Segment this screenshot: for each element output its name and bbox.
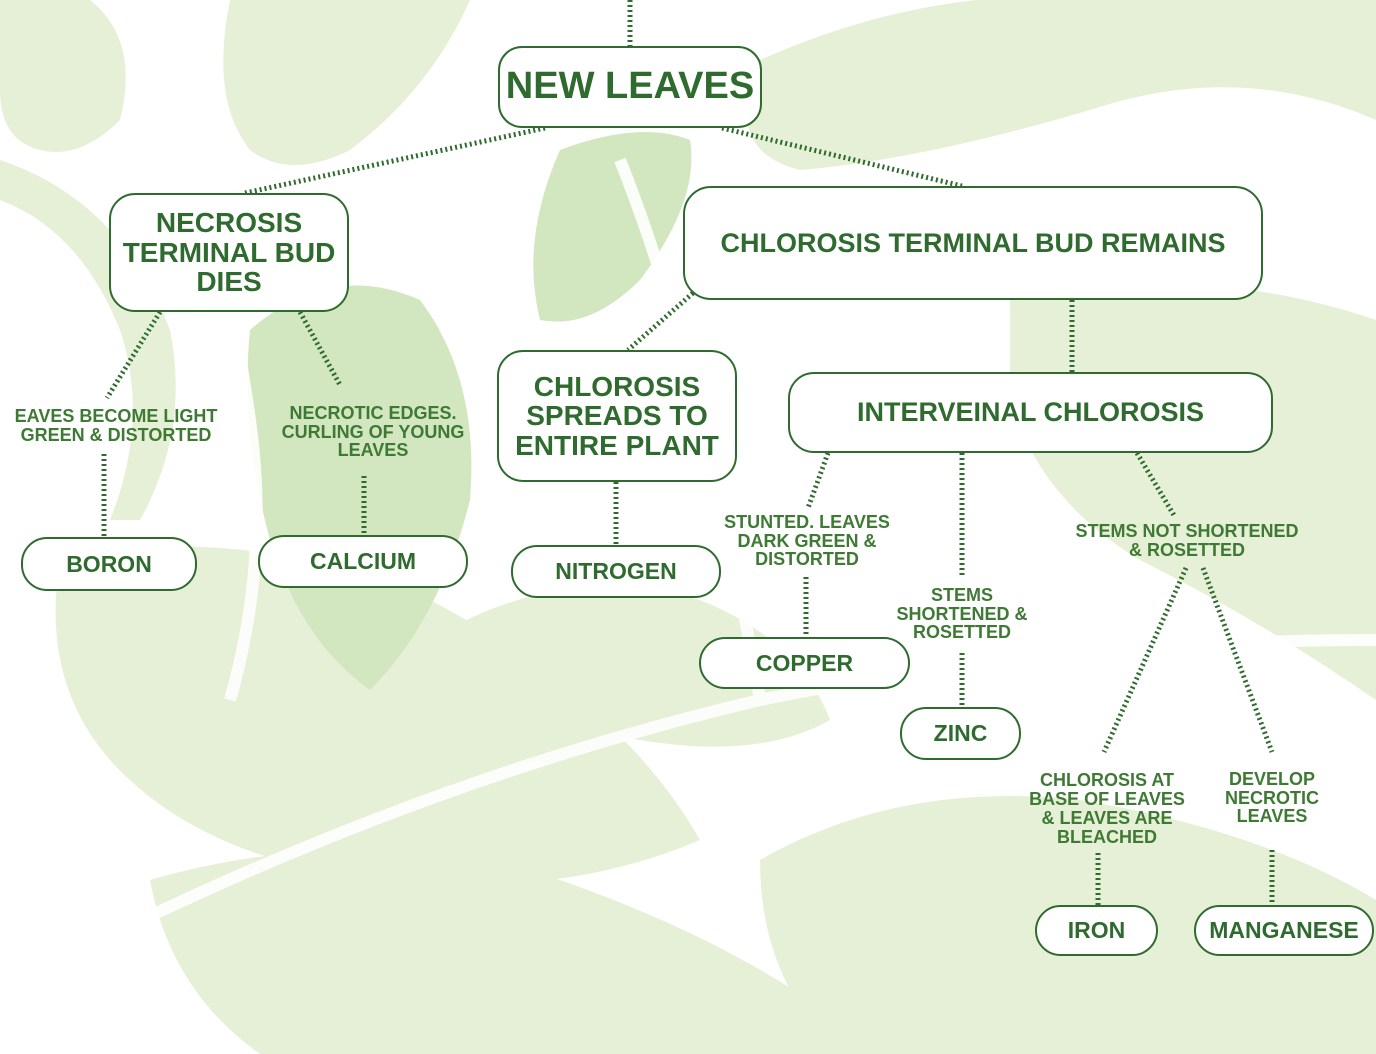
nutrient-manganese-label: MANGANESE (1209, 917, 1359, 943)
nutrient-manganese: MANGANESE (1194, 905, 1374, 956)
leaf-shape-left-inner (247, 285, 472, 690)
label-iron-symptom: CHLOROSIS AT BASE OF LEAVES & LEAVES ARE… (1029, 770, 1185, 847)
leaf-shape-right-top (746, 0, 1376, 170)
leaf-shape-top-center (223, 0, 470, 165)
nutrient-boron-label: BORON (66, 550, 152, 577)
label-calcium-symptom: NECROTIC EDGES. CURLING OF YOUNG LEAVES (281, 402, 465, 461)
root-node-new-leaves: NEW LEAVES (498, 46, 762, 128)
interveinal-label: INTERVEINAL CHLOROSIS (856, 397, 1205, 428)
connector-root-necrosis (244, 125, 546, 196)
label-stems-not-shortened: STEMS NOT SHORTENED & ROSETTED (1075, 521, 1299, 560)
connector-necrosis-calcium-symptom (297, 310, 343, 387)
nutrient-copper-label: COPPER (755, 649, 854, 676)
leaf-shape-upper-inner (533, 132, 692, 322)
nutrient-boron: BORON (21, 537, 197, 591)
chlorosis-spreads-label: CHLOROSIS SPREADS TO ENTIRE PLANT (515, 370, 719, 461)
label-boron-symptom: EAVES BECOME LIGHT GREEN & DISTORTED (14, 406, 218, 445)
connector-chlorosis-spreads (626, 291, 695, 352)
label-manganese-symptom: DEVELOP NECROTIC LEAVES (1225, 768, 1319, 827)
node-necrosis-terminal-bud: NECROSIS TERMINAL BUD DIES (109, 193, 349, 312)
necrosis-node-label: NECROSIS TERMINAL BUD DIES (122, 207, 336, 298)
nutrient-zinc: ZINC (900, 707, 1021, 760)
root-node-label: NEW LEAVES (505, 65, 755, 108)
connector-necrosis-boron-symptom (104, 310, 163, 400)
nutrient-nitrogen-label: NITROGEN (555, 558, 677, 584)
connector-interveinal-not-shortened (1134, 451, 1178, 519)
leaf-shape-left-stem (0, 160, 176, 520)
label-copper-symptom: STUNTED. LEAVES DARK GREEN & DISTORTED (724, 511, 890, 570)
connector-not-shortened-iron-symptom (1101, 566, 1189, 754)
nutrient-calcium-label: CALCIUM (309, 548, 417, 574)
leaf-vein-left (124, 37, 263, 702)
nutrient-nitrogen: NITROGEN (511, 545, 721, 598)
leaf-shape-bottom-center (150, 850, 880, 1054)
node-chlorosis-terminal-bud: CHLOROSIS TERMINAL BUD REMAINS (683, 186, 1263, 300)
nutrient-iron-label: IRON (1067, 917, 1126, 943)
nutrient-zinc-label: ZINC (933, 720, 988, 746)
connector-not-shortened-manganese-symptom (1200, 567, 1275, 753)
chlorosis-terminal-label: CHLOROSIS TERMINAL BUD REMAINS (720, 227, 1226, 258)
leaf-shape-top-left (0, 0, 126, 152)
leaf-vein-main (77, 634, 1376, 956)
label-zinc-symptom: STEMS SHORTENED & ROSETTED (896, 584, 1028, 643)
node-interveinal-chlorosis: INTERVEINAL CHLOROSIS (788, 372, 1273, 453)
nutrient-iron: IRON (1035, 905, 1158, 956)
connector-root-chlorosis (721, 125, 963, 189)
nutrient-copper: COPPER (699, 637, 910, 689)
leaf-shape-bottom-left (55, 546, 701, 885)
connector-interveinal-copper-symptom (805, 452, 831, 509)
node-chlorosis-spreads: CHLOROSIS SPREADS TO ENTIRE PLANT (497, 350, 737, 482)
nutrient-calcium: CALCIUM (258, 535, 468, 588)
